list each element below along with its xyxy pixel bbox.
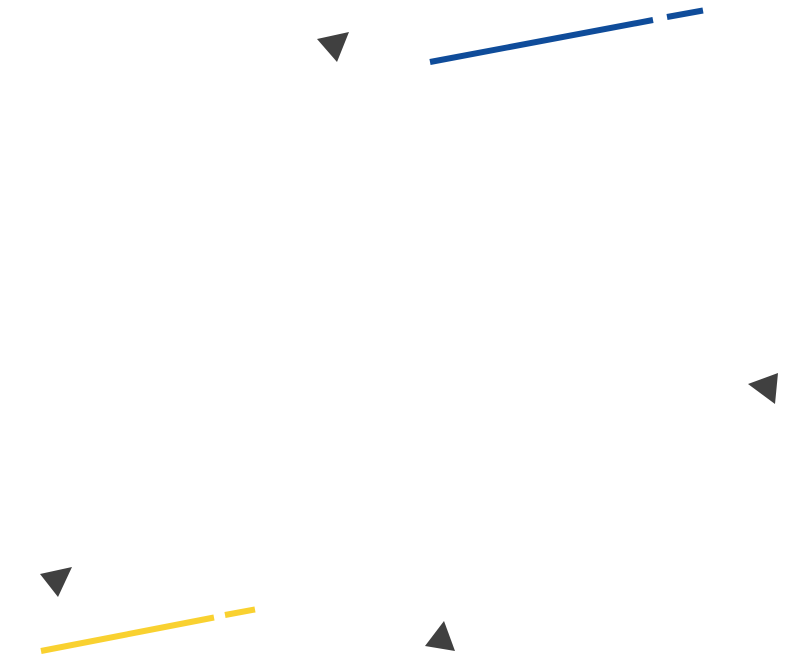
yellow-line-short (224, 606, 256, 618)
triangle-icon (425, 621, 455, 651)
yellow-line-group (40, 606, 256, 654)
blue-line-group (429, 7, 704, 65)
yellow-line-long (40, 614, 215, 654)
triangle-icon (317, 32, 349, 62)
triangle-icon (748, 373, 778, 404)
triangle-icon (40, 567, 72, 597)
blue-line-short (666, 7, 704, 20)
blue-line-long (429, 17, 654, 65)
